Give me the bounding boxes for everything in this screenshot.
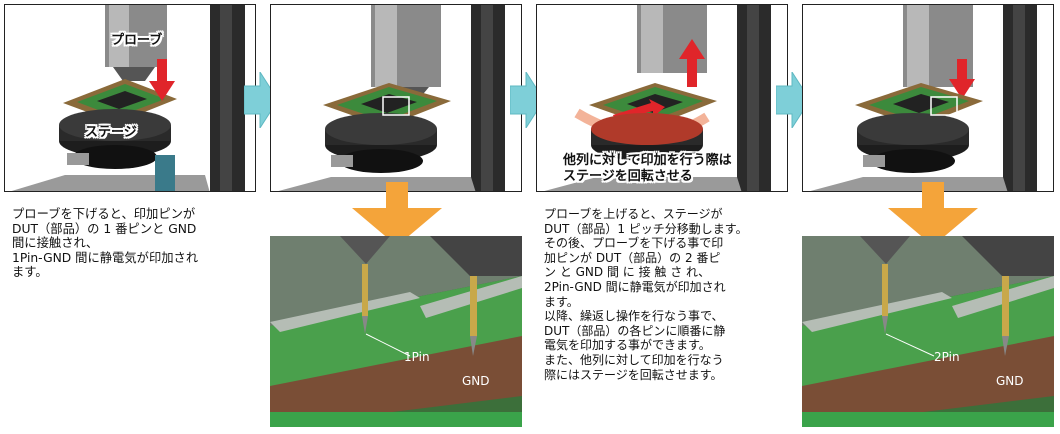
right-arrow-icon [244, 72, 279, 128]
rotate-callout: 他列に対して印加を行う際は ステージを回転させる [563, 153, 732, 184]
step3-machine-illustration [544, 5, 771, 191]
pin-label: 1Pin [404, 350, 430, 364]
closeup2-illustration [802, 236, 1054, 427]
step2-panel [270, 4, 522, 192]
right-arrow-icon [776, 72, 811, 128]
gnd-label: GND [996, 374, 1024, 388]
step1-description: プローブを下げると、印加ピンが DUT（部品）の 1 番ピンと GND 間に接触… [12, 207, 199, 280]
step3-panel: 他列に対して印加を行う際は ステージを回転させる [536, 4, 788, 192]
stage-callout: ステージ [85, 125, 137, 140]
probe-callout: プローブ [111, 33, 163, 48]
step2-machine-illustration [278, 5, 505, 191]
step3-description: プローブを上げると、ステージが DUT（部品）1 ピッチ分移動します。 その後、… [544, 207, 748, 382]
gnd-label: GND [462, 374, 490, 388]
step4-panel [802, 4, 1054, 192]
step1-panel: プローブ ステージ [4, 4, 256, 192]
right-arrow-icon [510, 72, 545, 128]
closeup1-panel: 1Pin GND [270, 236, 522, 427]
closeup2-panel: 2Pin GND [802, 236, 1054, 427]
down-arrow-icon [352, 182, 442, 246]
step4-machine-illustration [810, 5, 1037, 191]
down-arrow-icon [888, 182, 978, 246]
closeup1-illustration [270, 236, 522, 427]
step1-machine-illustration [11, 5, 245, 191]
pin-label: 2Pin [934, 350, 960, 364]
